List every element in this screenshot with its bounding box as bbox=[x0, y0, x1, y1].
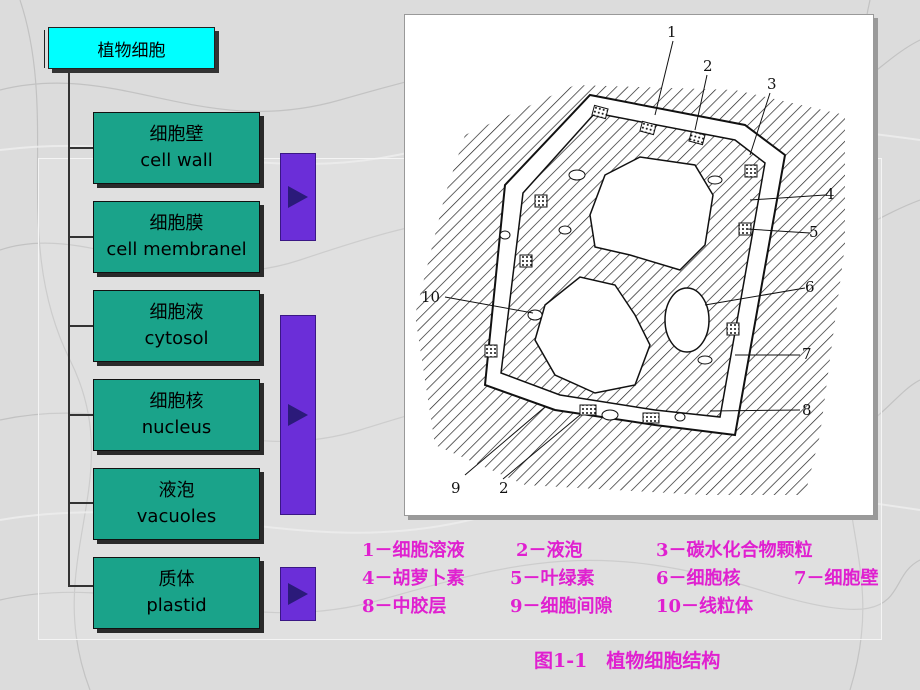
legend-item: 8－中胶层 bbox=[362, 596, 447, 617]
node-label-en: plastid bbox=[146, 595, 207, 616]
legend-item: 9－细胞间隙 bbox=[510, 596, 613, 617]
tree-trunk-line bbox=[68, 68, 70, 586]
figure-label: 8 bbox=[802, 401, 812, 419]
branch-line bbox=[68, 236, 93, 238]
root-node-label: 植物细胞 bbox=[97, 40, 166, 61]
root-node-plant-cell[interactable]: 植物细胞 bbox=[48, 27, 215, 69]
branch-line bbox=[68, 414, 93, 416]
play-triangle-icon bbox=[288, 583, 308, 605]
figure-label: 3 bbox=[767, 75, 777, 93]
node-label-en: cytosol bbox=[144, 328, 209, 349]
node-label-cn: 液泡 bbox=[158, 480, 195, 501]
node-label-en: nucleus bbox=[141, 417, 212, 438]
figure-label: 9 bbox=[451, 479, 461, 497]
play-button-3[interactable] bbox=[280, 567, 316, 621]
node-label-cn: 细胞膜 bbox=[149, 213, 204, 234]
play-button-2[interactable] bbox=[280, 315, 316, 515]
legend-item: 10－线粒体 bbox=[656, 596, 754, 617]
node-cell-membrane[interactable]: 细胞膜 cell membranel bbox=[93, 201, 260, 273]
figure-label: 2 bbox=[499, 479, 509, 497]
node-cytosol[interactable]: 细胞液 cytosol bbox=[93, 290, 260, 362]
legend-item: 6－细胞核 bbox=[656, 568, 741, 589]
figure-label: 5 bbox=[809, 223, 819, 241]
node-label-en: cell membranel bbox=[106, 239, 247, 260]
branch-line bbox=[68, 147, 93, 149]
node-plastid[interactable]: 质体 plastid bbox=[93, 557, 260, 629]
branch-line bbox=[68, 502, 93, 504]
node-label-cn: 细胞壁 bbox=[149, 124, 204, 145]
legend-item: 5－叶绿素 bbox=[510, 568, 595, 589]
legend-item: 1－细胞溶液 bbox=[362, 540, 465, 561]
play-triangle-icon bbox=[288, 186, 308, 208]
figure-label: 10 bbox=[421, 288, 440, 306]
branch-line bbox=[68, 325, 93, 327]
node-label-en: vacuoles bbox=[136, 506, 217, 527]
node-cell-wall[interactable]: 细胞壁 cell wall bbox=[93, 112, 260, 184]
node-nucleus[interactable]: 细胞核 nucleus bbox=[93, 379, 260, 451]
play-triangle-icon bbox=[288, 404, 308, 426]
legend-item: 4－胡萝卜素 bbox=[362, 568, 465, 589]
node-label-en: cell wall bbox=[140, 150, 213, 171]
legend-item: 7－细胞壁 bbox=[794, 568, 879, 589]
branch-line bbox=[68, 585, 93, 587]
legend-item: 2－液泡 bbox=[516, 540, 583, 561]
figure-label: 6 bbox=[805, 278, 815, 296]
plant-cell-figure: 1 2 3 4 5 6 7 8 9 2 10 bbox=[404, 14, 874, 516]
node-label-cn: 细胞核 bbox=[149, 391, 204, 412]
node-label-cn: 质体 bbox=[158, 569, 195, 590]
figure-label: 4 bbox=[825, 185, 835, 203]
node-label-cn: 细胞液 bbox=[149, 302, 204, 323]
node-vacuoles[interactable]: 液泡 vacuoles bbox=[93, 468, 260, 540]
legend-item: 3－碳水化合物颗粒 bbox=[656, 540, 813, 561]
figure-label: 2 bbox=[703, 57, 713, 75]
figure-caption: 图1-1 植物细胞结构 bbox=[534, 650, 721, 672]
cell-structure-illustration: 1 2 3 4 5 6 7 8 9 2 10 bbox=[415, 23, 845, 497]
play-button-1[interactable] bbox=[280, 153, 316, 241]
figure-label: 7 bbox=[802, 345, 812, 363]
figure-label: 1 bbox=[667, 23, 677, 41]
root-bracket bbox=[44, 30, 49, 68]
